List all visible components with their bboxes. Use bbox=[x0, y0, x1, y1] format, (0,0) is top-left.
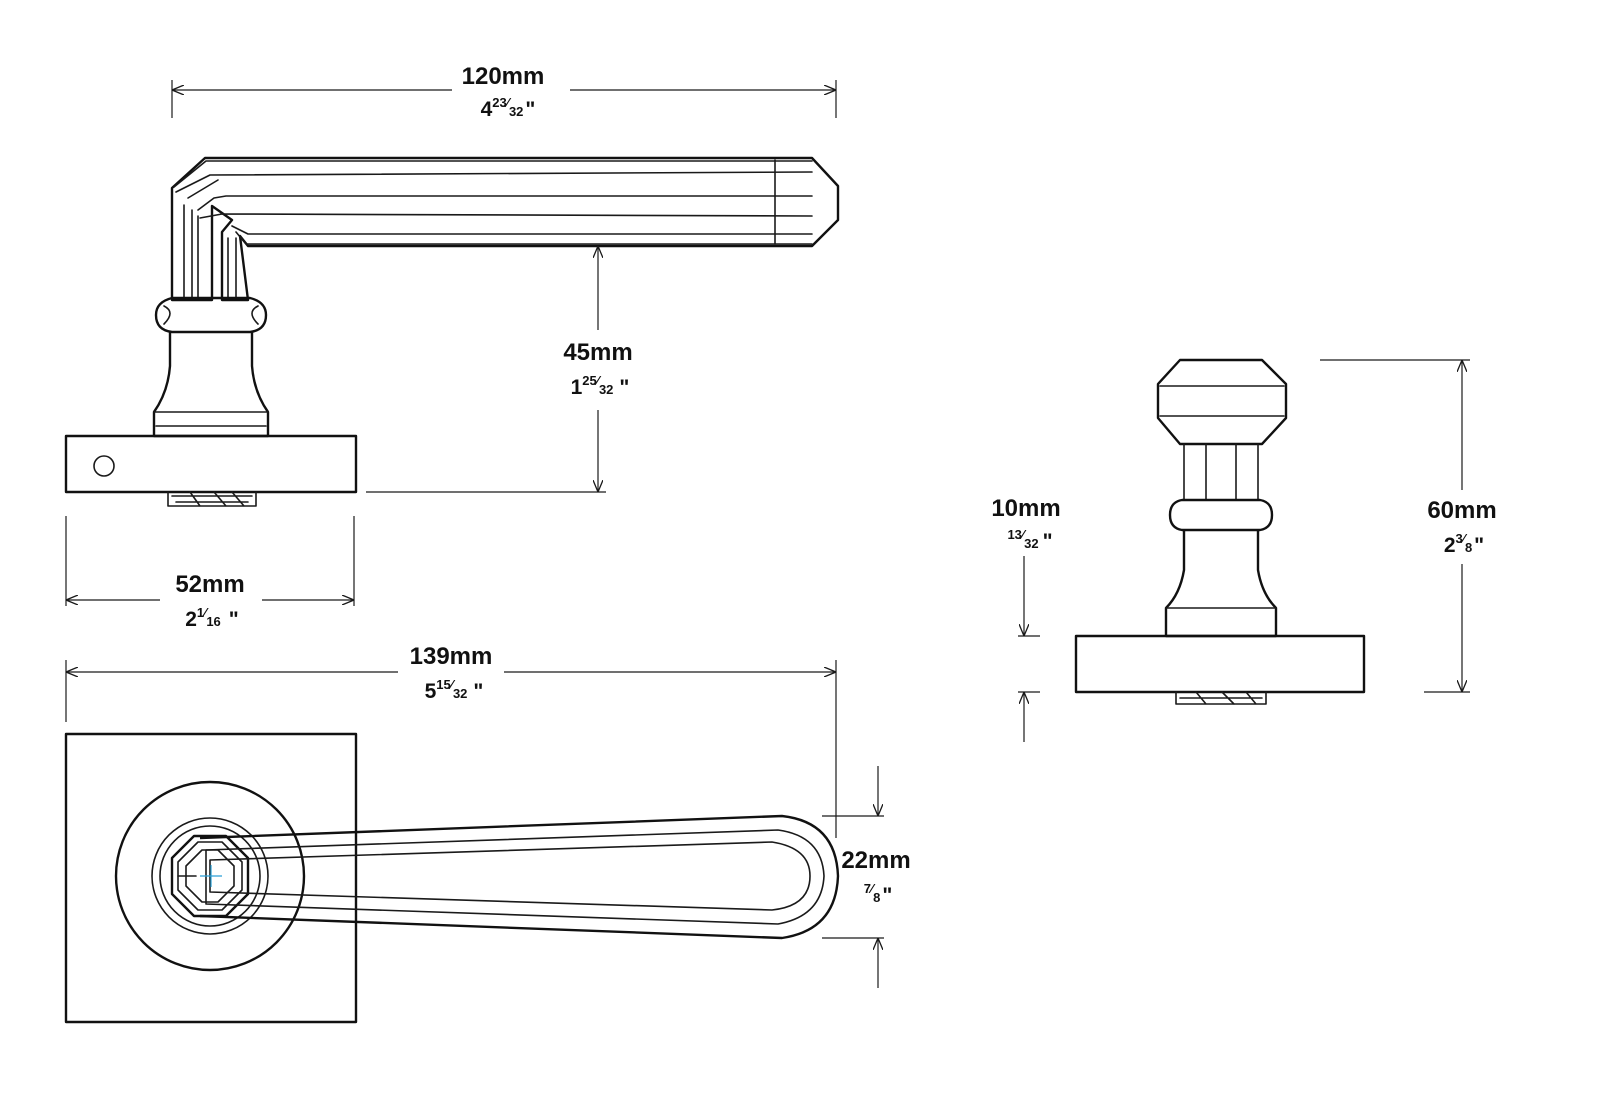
dimension-label-lever-height: 45mm 125⁄32" bbox=[563, 339, 632, 399]
dimension-label-overall-height: 60mm 23⁄8" bbox=[1427, 497, 1496, 557]
square-rose-top bbox=[64, 732, 358, 1024]
projection-inch: 515⁄32" bbox=[425, 677, 484, 703]
lever-length-inch: 423⁄32" bbox=[481, 95, 536, 121]
dimension-label-projection: 139mm 515⁄32" bbox=[410, 643, 493, 703]
projection-mm: 139mm bbox=[410, 643, 493, 670]
grub-screw-icon bbox=[93, 455, 115, 477]
dimension-label-lever-length: 120mm 423⁄32" bbox=[462, 63, 545, 121]
rose-thickness-mm: 10mm bbox=[991, 495, 1060, 522]
grip-width-inch: 7⁄8" bbox=[864, 881, 893, 907]
front-view bbox=[1074, 358, 1366, 705]
top-view bbox=[64, 732, 840, 1024]
overall-height-mm: 60mm bbox=[1427, 497, 1496, 524]
lever-length-mm: 120mm bbox=[462, 63, 545, 90]
dimension-lines bbox=[65, 80, 1470, 988]
round-rose-top bbox=[114, 780, 306, 972]
dimension-label-grip-width: 22mm 7⁄8" bbox=[841, 847, 910, 907]
rose-thickness-inch: 13⁄32" bbox=[1007, 527, 1052, 553]
rose-width-mm: 52mm bbox=[175, 571, 244, 598]
dimension-label-rose-thickness: 10mm 13⁄32" bbox=[991, 495, 1060, 553]
side-view bbox=[64, 156, 840, 507]
lever-arm-side bbox=[170, 156, 840, 302]
grip-width-mm: 22mm bbox=[841, 847, 910, 874]
collar-side bbox=[152, 296, 270, 438]
dimension-label-rose-width: 52mm 21⁄16" bbox=[175, 571, 244, 631]
lever-height-mm: 45mm bbox=[563, 339, 632, 366]
rose-width-inch: 21⁄16" bbox=[185, 605, 239, 631]
rose-plate-side bbox=[64, 434, 358, 507]
overall-height-inch: 23⁄8" bbox=[1444, 531, 1484, 557]
lever-height-inch: 125⁄32" bbox=[571, 373, 630, 399]
